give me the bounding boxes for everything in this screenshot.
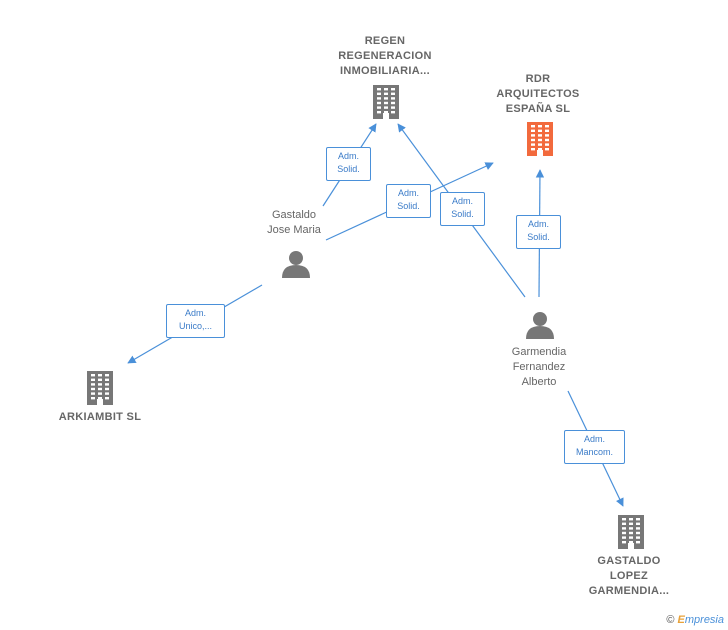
brand-initial: E — [677, 614, 685, 626]
brand-name: mpresia — [684, 614, 724, 626]
building-icon-gastaldo-lopez[interactable] — [618, 515, 644, 549]
edge-label-e1[interactable]: Adm. Solid. — [326, 147, 371, 181]
edge-label-e4[interactable]: Adm. Solid. — [516, 215, 561, 249]
node-label-garmendia[interactable]: Garmendia Fernandez Alberto — [511, 346, 567, 388]
node-label-gastaldo-jose[interactable]: Gastaldo Jose Maria — [267, 209, 321, 236]
edge-label-e5[interactable]: Adm. Unico,... — [166, 304, 225, 338]
footer-brand: © Empresia — [666, 614, 724, 626]
copyright-icon: © — [666, 614, 675, 626]
edge-label-e3[interactable]: Adm. Solid. — [440, 192, 485, 226]
edge-label-e2[interactable]: Adm. Solid. — [386, 184, 431, 218]
node-label-arkiambit[interactable]: ARKIAMBIT SL — [58, 411, 142, 423]
person-icon-garmendia[interactable] — [526, 312, 554, 339]
node-label-rdr[interactable]: RDR ARQUITECTOS ESPAÑA SL — [496, 73, 580, 115]
edge-label-e6[interactable]: Adm. Mancom. — [564, 430, 625, 464]
person-icon-gastaldo-jose[interactable] — [282, 251, 310, 278]
building-icon-arkiambit[interactable] — [87, 371, 113, 405]
building-icon-rdr[interactable] — [527, 122, 553, 156]
node-label-regen[interactable]: REGEN REGENERACION INMOBILIARIA... — [338, 35, 432, 77]
node-label-gastaldo-lopez[interactable]: GASTALDO LOPEZ GARMENDIA... — [588, 555, 670, 597]
building-icon-regen[interactable] — [373, 85, 399, 119]
